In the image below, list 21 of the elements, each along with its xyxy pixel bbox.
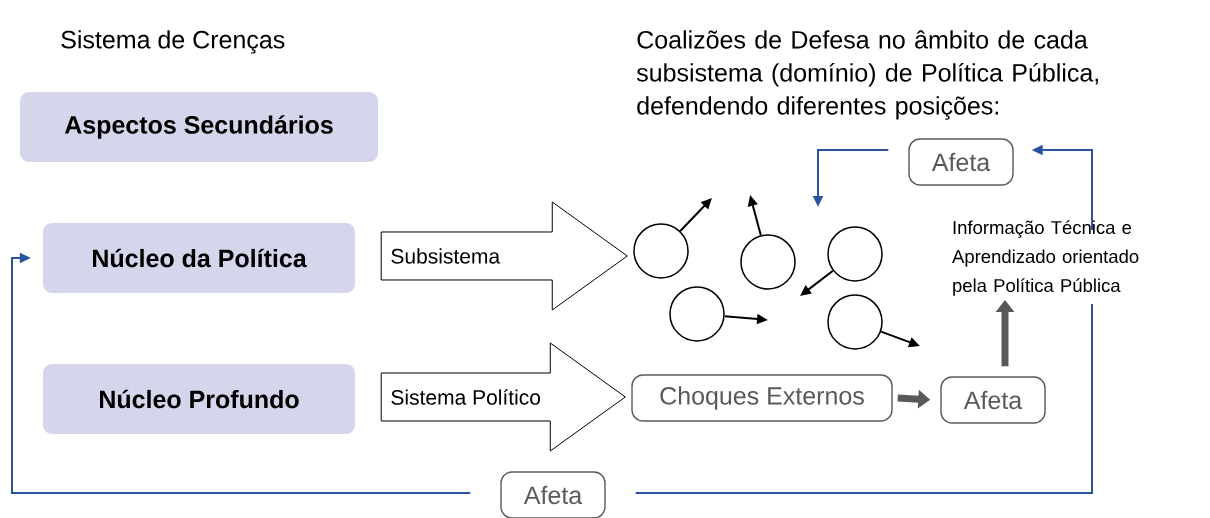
coalition-circle: [633, 223, 689, 279]
coalition-circle: [827, 294, 883, 350]
arrow: [800, 269, 834, 296]
rounded-label-box: Afeta: [908, 138, 1014, 186]
heading-text: Sistema de Crenças: [61, 30, 285, 54]
note-text: Informação Técnica e Aprendizado orientado pela Política Pública: [952, 220, 1139, 296]
edge-label: Subsistema: [389, 247, 502, 265]
coalition-circle: [669, 286, 725, 342]
rounded-label-box: Afeta: [500, 471, 606, 518]
rounded-label-box: Choques Externos: [631, 374, 893, 422]
edge-label: Sistema Político: [389, 388, 542, 406]
coalition-circle: [827, 226, 883, 282]
coalition-circle: [740, 234, 796, 290]
belief-box: Aspectos Secundários: [20, 92, 378, 162]
arrow: [11, 252, 472, 494]
belief-box: Núcleo Profundo: [43, 364, 355, 434]
rounded-label-box: Afeta: [940, 376, 1046, 424]
arrow: [679, 198, 712, 232]
connector-line: [634, 302, 1093, 494]
heading-text: Coalizões de Defesa no âmbito de cada subsistema (domínio) de Política Pública, defendendo diferentes posições:: [636, 30, 1098, 120]
belief-box: Núcleo da Política: [43, 223, 355, 293]
